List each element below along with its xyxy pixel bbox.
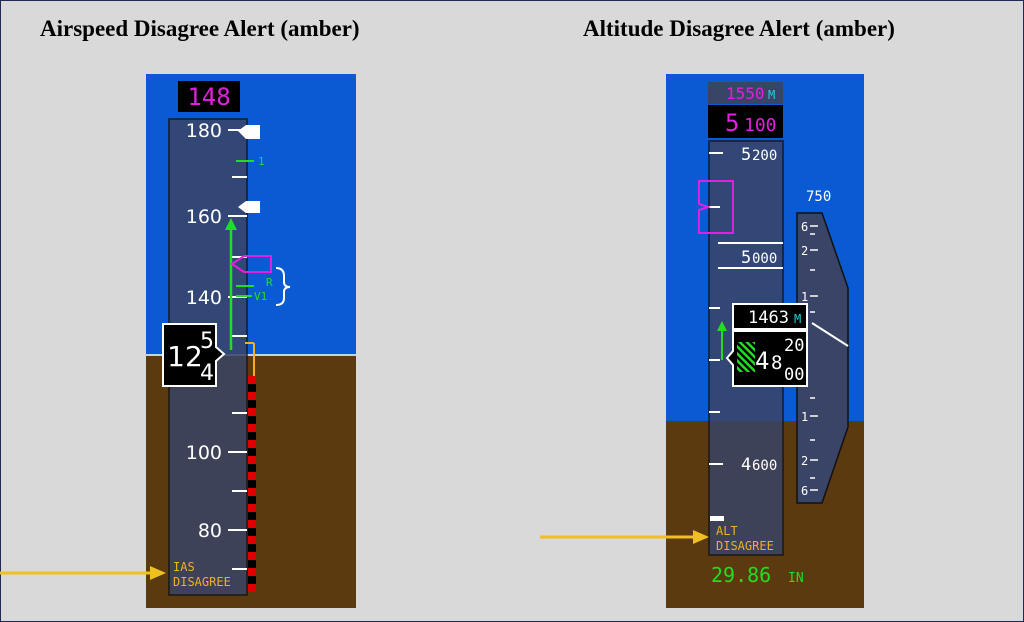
barber-pole-segment	[248, 544, 256, 552]
vsi-tick-marks	[810, 225, 818, 491]
baro-setting-unit: IN	[788, 571, 804, 586]
flap-bug-lower	[238, 201, 260, 213]
barber-pole-segment	[248, 440, 256, 448]
current-speed-box	[162, 323, 226, 387]
barber-pole-segment	[248, 480, 256, 488]
vertical-speed-indicator	[796, 212, 849, 504]
barber-pole-segment	[248, 584, 256, 592]
barber-pole-segment	[248, 472, 256, 480]
airspeed-alert-title: Airspeed Disagree Alert (amber)	[40, 16, 360, 41]
barber-pole-segment	[248, 448, 256, 456]
altitude-tick-small: 000	[752, 251, 777, 267]
selected-speed-bug	[230, 255, 272, 273]
altitude-minimums-marker	[710, 516, 724, 521]
vertical-speed-value: 750	[806, 189, 831, 205]
v-speed-bracket	[275, 267, 291, 306]
alt-disagree-alert-line1: ALT	[716, 524, 738, 538]
current-altitude-feet-top: 20	[784, 336, 804, 356]
current-altitude-meters: 1463	[748, 308, 789, 328]
alt-disagree-alert-line2: DISAGREE	[716, 539, 774, 553]
barber-pole-segment	[248, 512, 256, 520]
baro-setting-value: 29.86	[711, 563, 771, 587]
current-altitude-feet-big: 4	[755, 347, 769, 375]
speed-tick-label: 80	[198, 520, 222, 542]
barber-pole-segment	[248, 568, 256, 576]
vsi-scale-label: 2	[801, 244, 808, 258]
current-altitude-feet-bottom: 00	[784, 365, 804, 385]
selected-altitude-meters-box	[708, 82, 783, 104]
vsi-scale-label: 1	[801, 410, 808, 424]
flap-bug-upper	[238, 125, 260, 139]
altitude-panel: 1550 M 5 100 5 200 5 000 4 600 750	[666, 74, 864, 608]
barber-pole-segment	[248, 464, 256, 472]
barber-pole-segment	[248, 456, 256, 464]
barber-pole-segment	[248, 432, 256, 440]
vsi-scale-label: 1	[801, 290, 808, 304]
speed-tick-label: 140	[186, 287, 222, 309]
vsi-scale-label: 2	[801, 454, 808, 468]
selected-altitude-feet-big: 5	[725, 109, 739, 137]
barber-pole-segment	[248, 384, 256, 392]
airspeed-panel: 148 180 160 140 100 80 1	[146, 74, 356, 608]
speed-tick-label: 100	[186, 442, 222, 464]
vr-bug-label: R	[266, 276, 273, 289]
barber-pole-segment	[248, 560, 256, 568]
vsi-needle	[811, 322, 849, 347]
barber-pole-segment	[248, 576, 256, 584]
vsi-scale-label: 6	[801, 220, 808, 234]
altitude-tick-big: 4	[741, 455, 751, 475]
selected-altitude-feet-small: 100	[744, 115, 777, 136]
current-speed-ones-top: 5	[200, 329, 214, 354]
barber-pole-segment	[248, 416, 256, 424]
current-speed-ones-bottom: 4	[200, 361, 214, 386]
selected-altitude-meters-unit: M	[768, 88, 775, 102]
current-altitude-feet-mid: 8	[771, 352, 782, 374]
barber-pole-segment	[248, 528, 256, 536]
current-altitude-meters-unit: M	[794, 312, 801, 326]
barber-pole-segment	[248, 400, 256, 408]
altitude-trend-arrowhead	[717, 321, 727, 331]
current-altitude-meters-box	[732, 303, 808, 330]
altitude-tick-marks	[709, 152, 723, 465]
alt-alert-pointer-arrow	[540, 530, 709, 544]
barber-pole-segment	[248, 536, 256, 544]
selected-speed-readout: 148	[187, 83, 230, 111]
selected-altitude-meters: 1550	[726, 84, 765, 103]
selected-altitude-feet-box	[708, 105, 783, 138]
speed-tick-label: 160	[186, 206, 222, 228]
vsi-scale-label: 6	[801, 484, 808, 498]
selected-speed-box	[178, 81, 240, 112]
barber-pole-segment	[248, 408, 256, 416]
barber-pole-segment	[248, 488, 256, 496]
barber-pole-segment	[248, 392, 256, 400]
current-speed-tens: 12	[167, 340, 203, 373]
altitude-alert-title: Altitude Disagree Alert (amber)	[583, 16, 895, 41]
speed-tick-label: 180	[186, 120, 222, 142]
barber-pole-segment	[248, 552, 256, 560]
selected-altitude-bug	[698, 180, 734, 234]
ias-disagree-alert-line1: IAS	[173, 560, 195, 574]
bug-1-label: 1	[258, 155, 265, 168]
ias-alert-pointer-arrow	[0, 566, 166, 580]
altitude-tick-big: 5	[741, 145, 751, 165]
speed-trend-arrowhead	[225, 218, 237, 230]
altitude-hatched-flag	[737, 342, 755, 372]
altitude-tick-small: 200	[752, 148, 777, 164]
altitude-tick-small: 600	[752, 458, 777, 474]
barber-pole-segment	[248, 504, 256, 512]
barber-pole-segment	[248, 376, 256, 384]
altitude-tick-big: 5	[741, 248, 751, 268]
barber-pole-segment	[248, 520, 256, 528]
barber-pole-segment	[248, 496, 256, 504]
ias-disagree-alert-line2: DISAGREE	[173, 575, 231, 589]
barber-pole	[248, 376, 256, 592]
barber-pole-segment	[248, 424, 256, 432]
v1-bug-label: V1	[254, 290, 267, 303]
